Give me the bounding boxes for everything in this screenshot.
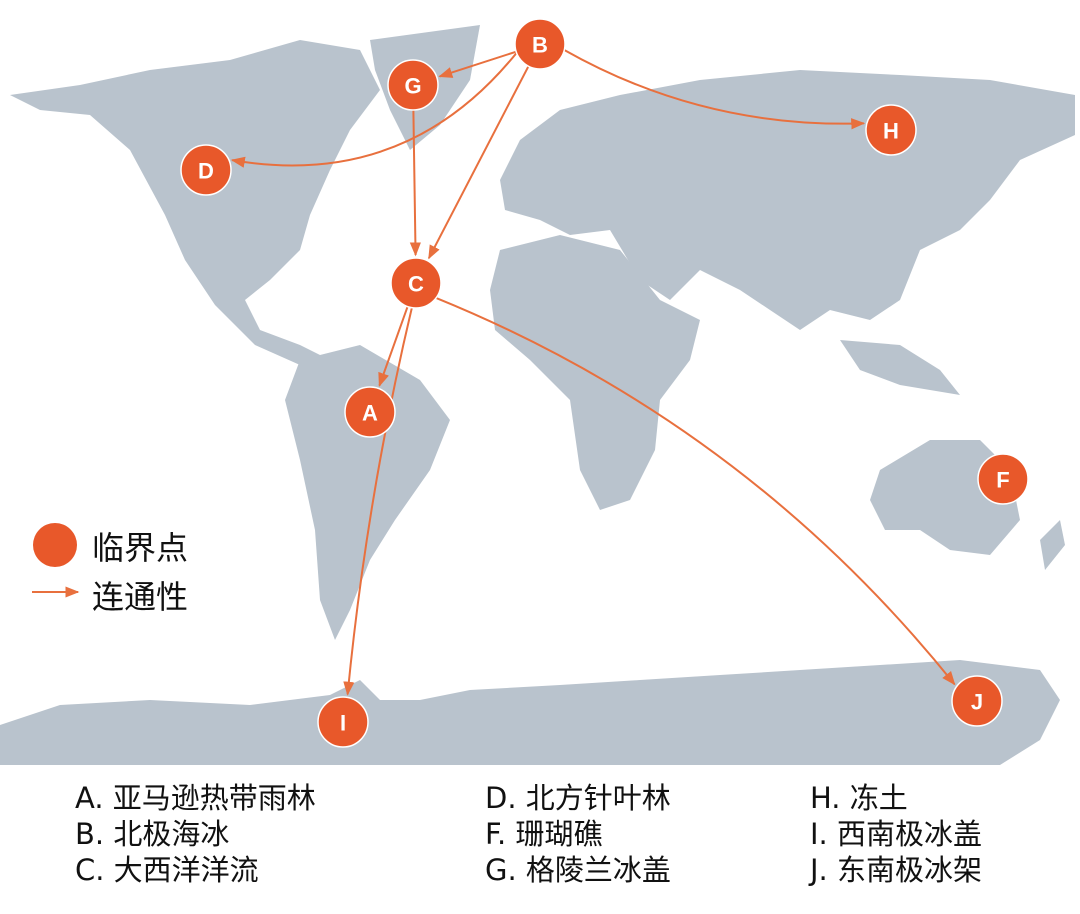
label-i: I. 西南极冰盖 <box>810 817 982 851</box>
connectivity-arrows <box>230 49 956 696</box>
label-a: A. 亚马逊热带雨林 <box>75 781 316 815</box>
node-circle <box>865 104 917 156</box>
node-circle <box>387 59 439 111</box>
eurasia <box>500 70 1075 330</box>
arrow-c-to-a <box>378 306 409 387</box>
node-letter: F <box>996 468 1009 493</box>
legend-point-icon <box>33 523 77 567</box>
node-g: G <box>387 59 439 111</box>
node-i: I <box>317 696 369 748</box>
arrow-c-to-j <box>435 297 956 686</box>
tipping-point-nodes: A B C D F G H I J <box>180 18 1029 748</box>
node-circle <box>390 257 442 309</box>
node-letter: B <box>532 33 548 58</box>
node-circle <box>977 453 1029 505</box>
node-circle <box>344 386 396 438</box>
world-map: A B C D F G H I J <box>0 18 1075 765</box>
antarctica <box>0 660 1060 765</box>
node-a: A <box>344 386 396 438</box>
north-america <box>10 40 380 365</box>
node-circle <box>514 18 566 70</box>
southeast-asia <box>840 340 960 395</box>
node-d: D <box>180 144 232 196</box>
africa <box>490 235 700 510</box>
arrow-b-to-g <box>438 50 517 78</box>
node-letter: D <box>198 159 214 184</box>
node-letter: I <box>340 711 346 736</box>
node-c: C <box>390 257 442 309</box>
node-circle <box>317 696 369 748</box>
node-letter: C <box>408 272 424 297</box>
node-j: J <box>951 675 1003 727</box>
new-zealand <box>1040 520 1065 570</box>
label-j: J. 东南极冰架 <box>810 853 982 887</box>
node-letter: J <box>971 690 983 715</box>
arrow-b-to-h <box>563 49 866 130</box>
node-circle <box>180 144 232 196</box>
label-d: D. 北方针叶林 <box>485 781 671 815</box>
node-circle <box>951 675 1003 727</box>
arrow-b-to-d <box>230 52 518 168</box>
label-f: F. 珊瑚礁 <box>485 817 603 851</box>
node-letter: A <box>362 401 378 426</box>
arrow-g-to-c <box>409 109 421 257</box>
arrow-c-to-i <box>343 307 413 696</box>
node-f: F <box>977 453 1029 505</box>
label-g: G. 格陵兰冰盖 <box>485 853 671 887</box>
south-america <box>285 345 450 640</box>
node-h: H <box>865 104 917 156</box>
legend <box>32 523 80 598</box>
node-letter: G <box>404 74 421 99</box>
label-c: C. 大西洋洋流 <box>75 853 259 887</box>
continents <box>0 25 1075 765</box>
node-letter: H <box>883 119 899 144</box>
label-b: B. 北极海冰 <box>75 817 230 851</box>
node-b: B <box>514 18 566 70</box>
legend-point-label: 临界点 <box>92 529 189 567</box>
arrow-b-to-c <box>428 65 530 260</box>
legend-link-label: 连通性 <box>92 578 189 616</box>
label-h: H. 冻土 <box>810 781 908 815</box>
